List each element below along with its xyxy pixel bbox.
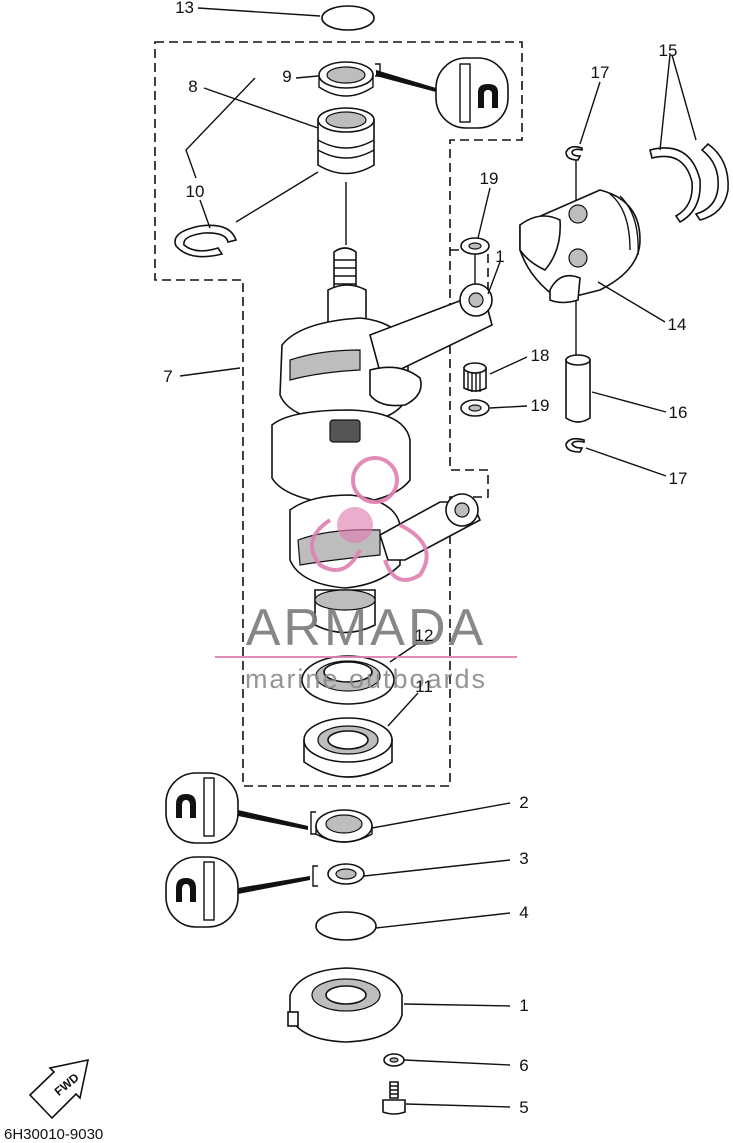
callout-1-rod: 1 [495,247,504,266]
watermark-logo-icon [310,456,429,582]
connecting-rod-upper [369,283,493,407]
callout-17-lower: 17 [669,469,688,488]
grease-icon [165,772,308,844]
circlip-17-upper [565,145,583,161]
callout-7: 7 [163,367,172,386]
leader-lines [179,7,697,1108]
callout-2: 2 [519,793,528,812]
ball-bearing-11 [303,717,393,778]
callout-5: 5 [519,1098,528,1117]
crankshaft-7 [271,247,411,634]
oil-seal-12 [301,655,395,705]
callout-12: 12 [415,626,434,645]
callout-18: 18 [531,346,550,365]
washer-19-upper [460,237,490,255]
callout-10: 10 [186,182,205,201]
watermark-brand: ARMADA [246,599,486,657]
o-ring-13 [321,5,375,31]
bolt-5 [382,1081,406,1115]
piston-rings-15 [649,142,729,224]
callout-3: 3 [519,849,528,868]
callout-16: 16 [669,403,688,422]
piston-14 [519,189,641,304]
callout-9: 9 [282,67,291,86]
oil-seal-3 [327,863,365,885]
callout-15: 15 [659,41,678,60]
grease-icon [165,856,310,928]
washer-6 [383,1053,405,1067]
callout-19-lower: 19 [531,396,550,415]
callout-1-housing: 1 [519,996,528,1015]
circlip-17-lower [565,437,585,453]
callout-14: 14 [668,315,687,334]
housing-1 [287,967,403,1043]
oil-seal-9 [318,61,374,97]
circlip-10 [174,224,238,258]
callout-6: 6 [519,1056,528,1075]
callout-11: 11 [415,677,433,696]
watermark: ARMADA marine outboards [215,456,517,694]
connecting-rod-lower [379,493,482,561]
callout-17-upper: 17 [591,63,610,82]
callout-4: 4 [519,903,528,922]
washer-19-lower [460,399,490,417]
callout-19-upper: 19 [480,169,499,188]
needle-bearing-8 [317,107,375,175]
assembly-boundary [154,41,523,787]
piston-pin-16 [565,354,591,423]
oil-seal-2 [315,809,373,843]
needle-bearing-18 [463,362,487,392]
watermark-tagline: marine outboards [245,664,487,694]
assembly-boundary-inner [450,249,489,300]
diagram-code: 6H30010-9030 [4,1126,103,1143]
grease-icon [376,57,509,129]
o-ring-4 [315,911,377,941]
callout-8: 8 [188,77,197,96]
callout-13: 13 [175,0,194,17]
fwd-arrow-icon: FWD [28,1058,90,1120]
